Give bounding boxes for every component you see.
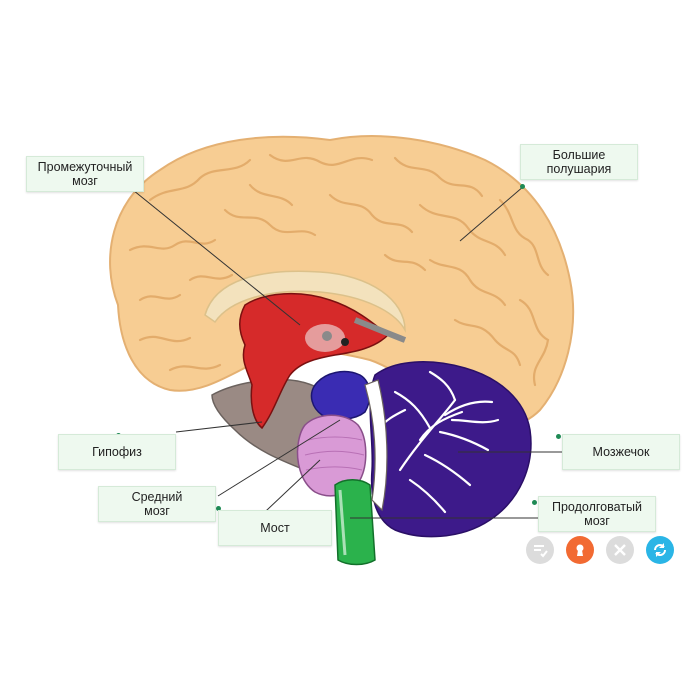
- reset-button[interactable]: [646, 536, 674, 564]
- label-pons-text: Мост: [260, 521, 290, 535]
- pointer-hemispheres: [459, 185, 525, 242]
- clear-button[interactable]: [606, 536, 634, 564]
- close-icon: [614, 544, 626, 556]
- pointer-pituitary: [175, 421, 263, 433]
- cerebral-hemisphere: [109, 135, 575, 427]
- keyhole-icon: [576, 544, 584, 556]
- label-medulla-line1: Продолговатый: [552, 500, 642, 514]
- label-pituitary-text: Гипофиз: [92, 445, 142, 459]
- diencephalon-region: [239, 292, 407, 430]
- pin-medulla: [532, 500, 537, 505]
- label-pons[interactable]: Мост: [218, 510, 332, 546]
- midbrain-region: [310, 370, 371, 420]
- label-medulla-line2: мозг: [584, 514, 610, 528]
- pin-cerebellum: [556, 434, 561, 439]
- label-diencephalon-line2: мозг: [72, 174, 98, 188]
- cerebellum-region: [369, 361, 532, 538]
- pointer-midbrain: [217, 419, 341, 497]
- refresh-icon: [654, 543, 666, 557]
- corpus-callosum: [204, 270, 406, 333]
- label-hemispheres-line1: Большие: [552, 148, 606, 162]
- checklist-icon: [534, 545, 548, 558]
- pointer-lines: [127, 185, 562, 527]
- label-hemispheres-line2: полушария: [546, 162, 612, 176]
- label-diencephalon-line1: Промежуточный: [37, 160, 133, 174]
- pointer-diencephalon: [127, 185, 301, 326]
- label-cerebellum-text: Мозжечок: [592, 445, 650, 459]
- thalamus-nucleus: [322, 331, 332, 341]
- pin-pons: [216, 506, 221, 511]
- pin-hemispheres: [520, 184, 525, 189]
- label-midbrain-line1: Средний: [131, 490, 183, 504]
- label-pituitary[interactable]: Гипофиз: [58, 434, 176, 470]
- hint-button[interactable]: [566, 536, 594, 564]
- label-cerebellum[interactable]: Мозжечок: [562, 434, 680, 470]
- label-midbrain-line2: мозг: [144, 504, 170, 518]
- check-button[interactable]: [526, 536, 554, 564]
